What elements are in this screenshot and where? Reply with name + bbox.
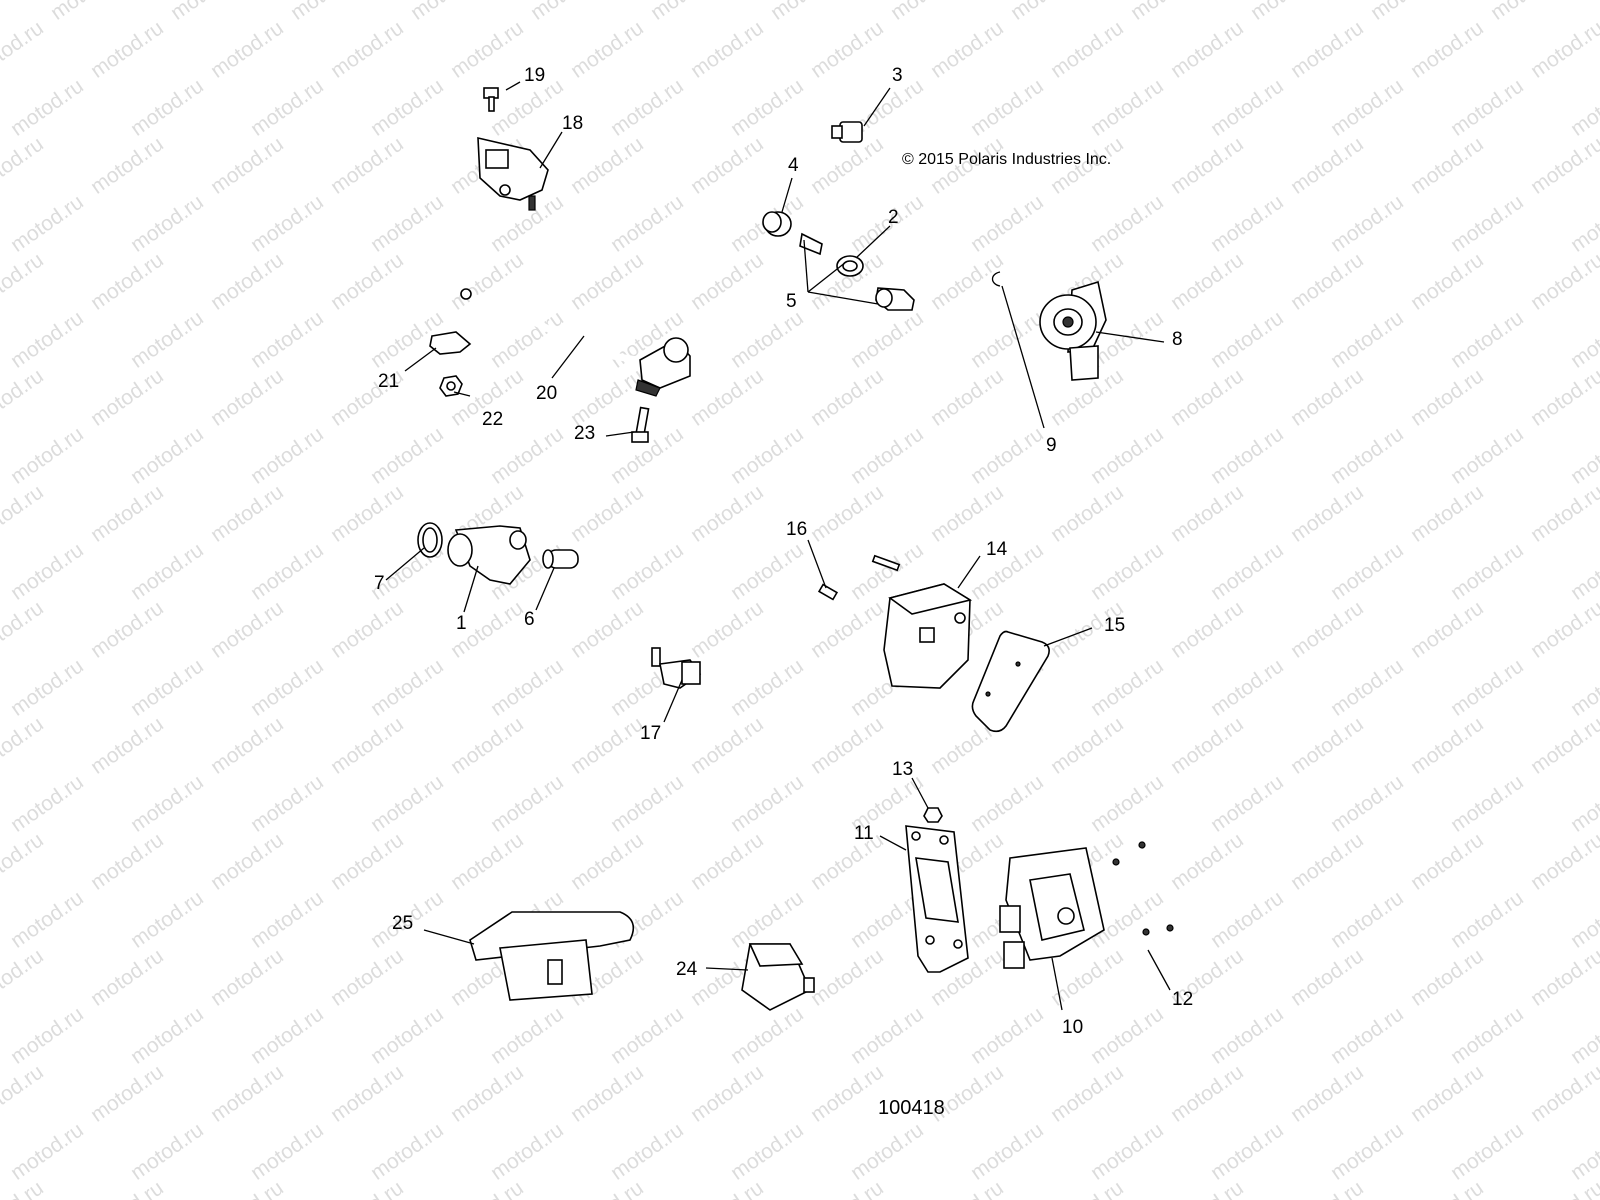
callout-12: 12: [1172, 989, 1194, 1010]
part-18-map-sensor: [477, 136, 549, 211]
callout-8: 8: [1172, 329, 1183, 350]
callout-11: 11: [854, 823, 874, 844]
part-13-bolt: [923, 807, 943, 823]
callout-17: 17: [640, 723, 662, 744]
part-25-switch: [469, 911, 635, 1001]
part-6-bushing: [542, 549, 579, 569]
callout-22: 22: [482, 409, 504, 430]
part-9-clip: [991, 271, 1001, 287]
part-7-o-ring: [417, 522, 443, 558]
callout-19: 19: [524, 65, 546, 86]
part-4-cap: [762, 211, 792, 237]
callout-16: 16: [786, 519, 808, 540]
part-23-bolt: [631, 406, 650, 443]
part-24-relay: [741, 943, 815, 1011]
part-14-module: [883, 583, 973, 689]
part-19-bolt: [483, 87, 499, 112]
callout-21: 21: [378, 371, 400, 392]
callout-6: 6: [524, 609, 535, 630]
diagram-number: 100418: [878, 1097, 945, 1119]
part-5-bracket: [799, 232, 823, 256]
part-15-gasket: [971, 630, 1050, 733]
callout-7: 7: [374, 573, 385, 594]
callout-25: 25: [392, 913, 414, 934]
callout-15: 15: [1104, 615, 1126, 636]
callout-20: 20: [536, 383, 558, 404]
callout-2: 2: [888, 207, 899, 228]
part-3-plug: [831, 121, 863, 143]
callout-10: 10: [1062, 1017, 1084, 1038]
part-2-washer: [836, 255, 864, 277]
callout-4: 4: [788, 155, 799, 176]
part-8-knock-sensor: [1039, 280, 1107, 381]
part-5-sensor: [875, 287, 915, 311]
part-17-temp-sensor: [651, 647, 702, 689]
callout-18: 18: [562, 113, 584, 134]
part-1-cam-sensor: [447, 525, 531, 585]
callout-14: 14: [986, 539, 1008, 560]
callout-9: 9: [1046, 435, 1057, 456]
callout-24: 24: [676, 959, 698, 980]
part-21-clip: [429, 331, 472, 355]
part-11-bracket: [905, 825, 969, 973]
callout-1: 1: [456, 613, 467, 634]
copyright-notice: © 2015 Polaris Industries Inc.: [902, 151, 1112, 168]
part-12-screws: [1112, 841, 1174, 936]
leader-lines: [385, 81, 1171, 1011]
part-20-speed-sensor: [460, 288, 691, 397]
callout-3: 3: [892, 65, 903, 86]
part-22-nut: [439, 375, 463, 397]
callout-5: 5: [786, 291, 797, 312]
part-10-ecu: [999, 847, 1105, 969]
callout-13: 13: [892, 759, 914, 780]
callout-23: 23: [574, 423, 596, 444]
part-16-screw: [817, 554, 901, 601]
